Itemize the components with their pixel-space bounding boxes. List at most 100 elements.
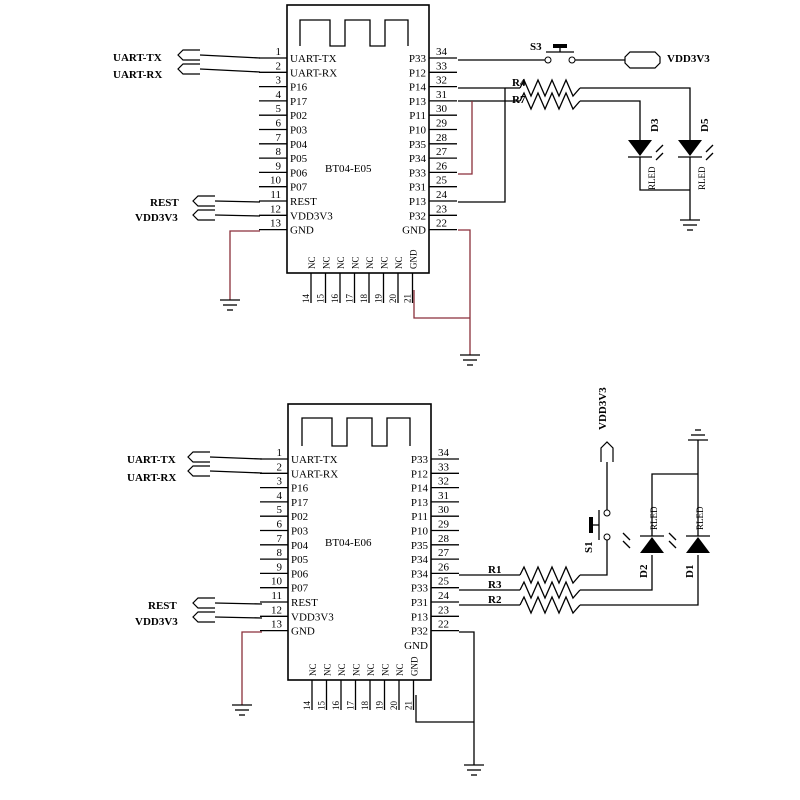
port-label-rest-bottom: REST xyxy=(148,600,177,612)
pin-number-bottom: 20 xyxy=(389,701,399,711)
pin-number-right: 32 xyxy=(436,75,447,87)
pin-name-left: GND xyxy=(290,225,314,237)
led-type-d5: RLED xyxy=(697,166,707,190)
pin-name-right: P34 xyxy=(409,153,427,165)
port-rest-bottom xyxy=(192,597,215,609)
ground-icon xyxy=(220,299,240,311)
module-bottom-right-pins: 34P3333P1232P1431P1330P1129P1028P3527P34… xyxy=(404,447,459,652)
pin-name-left: P16 xyxy=(290,82,308,94)
pin-number-left: 6 xyxy=(277,519,283,531)
pin-number-left: 10 xyxy=(271,576,283,588)
pin-number-right: 28 xyxy=(438,533,450,545)
pin-number-left: 1 xyxy=(277,447,283,459)
led-type-d1: RLED xyxy=(695,506,705,530)
pin-number-left: 11 xyxy=(270,189,281,201)
pin-name-bottom: NC xyxy=(366,663,376,676)
pin-number-right: 24 xyxy=(436,189,448,201)
pin-number-bottom: 15 xyxy=(316,294,326,304)
pin-number-left: 13 xyxy=(270,218,282,230)
pin-number-right: 29 xyxy=(436,118,448,130)
module-top-left-pins: 1UART-TX2UART-RX3P164P175P026P037P048P05… xyxy=(259,46,337,237)
pin-number-left: 13 xyxy=(271,619,283,631)
pin-name-left: VDD3V3 xyxy=(290,210,333,222)
pin-name-bottom: GND xyxy=(410,656,420,676)
wire-p14-r4 xyxy=(458,88,506,203)
port-label-vdd-bottom: VDD3V3 xyxy=(135,616,178,628)
gnd-wire-right-bottom xyxy=(459,631,475,765)
pin-number-left: 10 xyxy=(270,175,282,187)
gnd-wire-right-top xyxy=(458,229,471,355)
led-label-d1: D1 xyxy=(684,565,696,578)
pin-name-left: P06 xyxy=(290,167,308,179)
led-label-d3: D3 xyxy=(649,118,661,132)
pin-name-right: P11 xyxy=(409,110,426,122)
pin-name-right: P31 xyxy=(409,182,426,194)
module-top: BT04-E05 1UART-TX2UART-RX3P164P175P026P0… xyxy=(113,4,714,366)
pin-number-right: 23 xyxy=(438,604,450,616)
pin-name-right: P12 xyxy=(411,468,428,480)
resistor-label-r7: R7 xyxy=(512,94,526,106)
pin-number-left: 6 xyxy=(276,118,282,130)
pin-name-bottom: NC xyxy=(336,256,346,269)
module-bottom-body xyxy=(287,403,432,681)
pin-name-left: P03 xyxy=(290,125,308,137)
pin-name-left: GND xyxy=(291,626,315,638)
gnd-wire-bottom-top xyxy=(413,290,470,319)
module-top-name: BT04-E05 xyxy=(325,163,372,175)
resistor-r1 xyxy=(519,565,581,585)
pin-number-bottom: 16 xyxy=(330,294,340,304)
ground-icon xyxy=(460,354,480,366)
pin-name-right: P14 xyxy=(409,82,427,94)
port-rest-top xyxy=(192,195,215,207)
pin-name-bottom: NC xyxy=(322,256,332,269)
pin-number-left: 7 xyxy=(276,132,282,144)
resistor-label-r1: R1 xyxy=(488,564,501,576)
led-type-d3: RLED xyxy=(647,166,657,190)
pin-number-right: 22 xyxy=(438,619,449,631)
led-d2 xyxy=(622,532,664,553)
led-d3 xyxy=(628,140,664,161)
pin-name-bottom: NC xyxy=(380,256,390,269)
pin-name-bottom: GND xyxy=(409,249,419,269)
pin-name-right: P13 xyxy=(409,96,427,108)
pin-number-right: 33 xyxy=(438,461,450,473)
pin-name-right: P33 xyxy=(411,454,429,466)
pin-number-left: 9 xyxy=(277,561,283,573)
pin-name-right: P12 xyxy=(409,67,426,79)
pin-name-right: P33 xyxy=(409,167,427,179)
resistor-r4 xyxy=(519,78,581,98)
port-vdd-bottom xyxy=(192,611,215,623)
pin-number-bottom: 18 xyxy=(360,701,370,711)
pin-number-left: 4 xyxy=(277,490,283,502)
gnd-wire-bottom-bottom xyxy=(415,695,474,723)
port-vdd-top xyxy=(192,209,215,221)
pin-name-left: P17 xyxy=(290,96,308,108)
pin-number-bottom: 16 xyxy=(331,701,341,711)
pin-number-bottom: 21 xyxy=(404,701,414,710)
port-label-uart-rx-top: UART-RX xyxy=(113,69,162,81)
port-label-rest-top: REST xyxy=(150,197,179,209)
pin-number-bottom: 17 xyxy=(346,701,356,711)
port-label-uart-tx-bottom: UART-TX xyxy=(127,454,176,466)
pin-number-left: 4 xyxy=(276,89,282,101)
ground-icon xyxy=(464,764,484,776)
vdd-label-bottom: VDD3V3 xyxy=(597,387,609,430)
pin-name-left: P06 xyxy=(291,568,309,580)
pin-name-bottom: NC xyxy=(394,256,404,269)
pin-name-left: P02 xyxy=(291,511,308,523)
pin-number-left: 3 xyxy=(276,75,282,87)
pin-name-right: P13 xyxy=(411,611,429,623)
pin-name-right: P32 xyxy=(411,626,428,638)
pin-number-right: 23 xyxy=(436,203,448,215)
ground-icon xyxy=(232,704,252,716)
pin-number-right: 24 xyxy=(438,590,450,602)
led-d5 xyxy=(678,140,714,161)
pin-number-left: 3 xyxy=(277,476,283,488)
pin-name-bottom: NC xyxy=(307,256,317,269)
pin-name-left: P07 xyxy=(291,583,309,595)
resistor-label-r4: R4 xyxy=(512,77,526,89)
pin-name-left: VDD3V3 xyxy=(291,611,334,623)
port-vdd-switch-top xyxy=(624,51,661,69)
